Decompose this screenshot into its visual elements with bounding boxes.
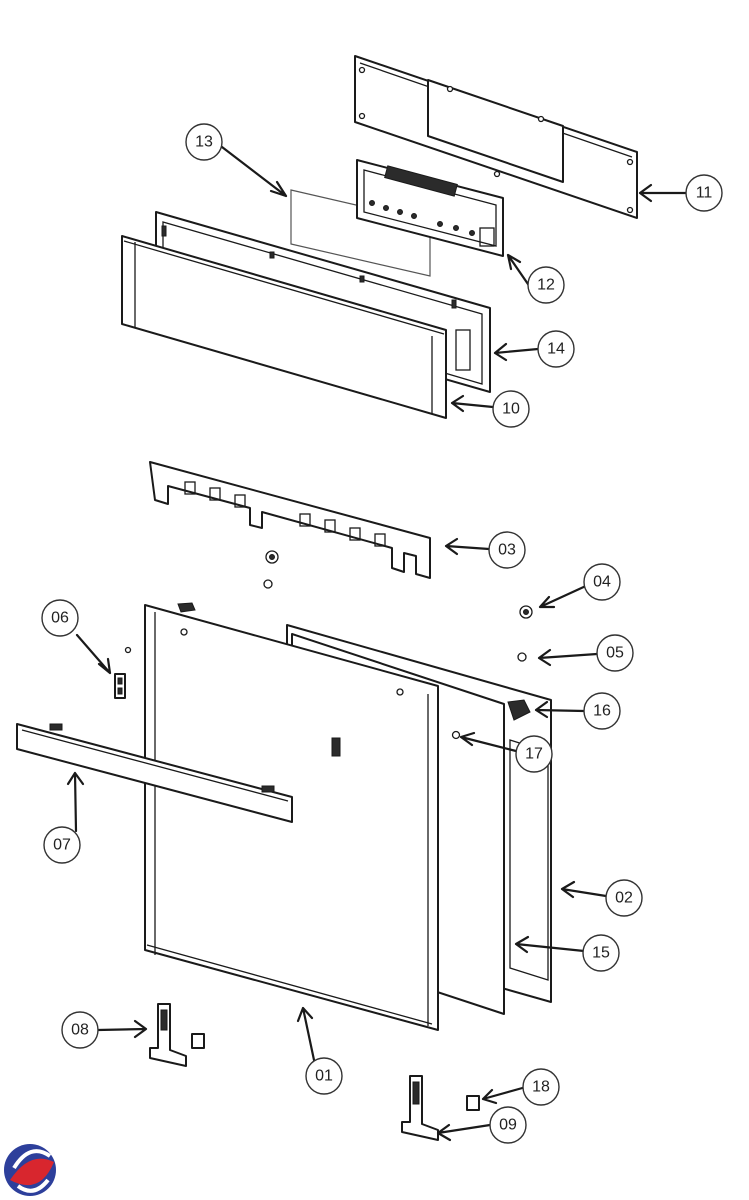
callout-label-06: 06 — [51, 610, 69, 627]
callout-label-12: 12 — [537, 277, 555, 294]
callout-03: 03 — [488, 531, 526, 569]
callout-12: 12 — [527, 266, 565, 304]
part-18-block — [466, 1095, 480, 1111]
callout-02: 02 — [605, 879, 643, 917]
part-16-clip — [507, 699, 531, 721]
callout-11: 11 — [685, 174, 723, 212]
part-12-control-board — [356, 159, 504, 257]
callout-label-10: 10 — [502, 401, 520, 418]
part-03-bracket — [149, 461, 431, 579]
part-10-front-panel — [121, 235, 447, 419]
part-09-hinge — [401, 1075, 439, 1141]
callout-17: 17 — [515, 735, 553, 773]
callout-01: 01 — [305, 1057, 343, 1095]
callout-10: 10 — [492, 390, 530, 428]
callout-13: 13 — [185, 123, 223, 161]
part-06-latch — [114, 646, 132, 699]
callout-18: 18 — [522, 1068, 560, 1106]
callout-label-18: 18 — [532, 1079, 550, 1096]
callout-label-14: 14 — [547, 341, 565, 358]
callout-label-05: 05 — [606, 645, 624, 662]
leader-arrows — [66, 145, 688, 1142]
callout-07: 07 — [43, 826, 81, 864]
screw-parts — [263, 550, 279, 589]
callout-05: 05 — [596, 634, 634, 672]
part-07-handle — [16, 723, 293, 823]
callout-label-01: 01 — [315, 1068, 333, 1085]
callout-label-02: 02 — [615, 890, 633, 907]
callout-label-16: 16 — [593, 703, 611, 720]
callout-label-17: 17 — [525, 746, 543, 763]
callout-label-03: 03 — [498, 542, 516, 559]
callout-label-07: 07 — [53, 837, 71, 854]
callout-label-08: 08 — [71, 1022, 89, 1039]
callout-label-13: 13 — [195, 134, 213, 151]
part-11-back-plate — [354, 55, 638, 219]
callout-06: 06 — [41, 599, 79, 637]
callout-09: 09 — [489, 1106, 527, 1144]
callout-label-11: 11 — [696, 185, 713, 202]
part-08-hinge — [149, 1003, 205, 1067]
brand-logo — [4, 1144, 56, 1196]
callout-15: 15 — [582, 934, 620, 972]
callout-16: 16 — [583, 692, 621, 730]
callout-14: 14 — [537, 330, 575, 368]
callout-label-15: 15 — [592, 945, 610, 962]
callout-label-09: 09 — [499, 1117, 517, 1134]
callout-08: 08 — [61, 1011, 99, 1049]
callout-04: 04 — [583, 563, 621, 601]
part-04-05-bushings — [517, 605, 533, 662]
callout-label-04: 04 — [593, 574, 611, 591]
